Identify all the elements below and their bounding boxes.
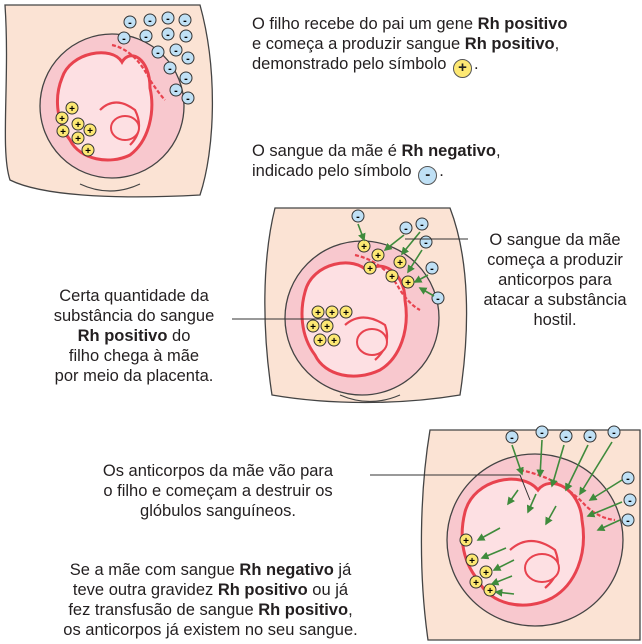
svg-text:-: - [166,29,170,41]
svg-text:+: + [317,336,323,347]
svg-text:+: + [59,114,65,125]
svg-text:-: - [148,15,152,27]
svg-text:-: - [588,431,592,443]
panel2-antibody-arrows [357,223,435,297]
svg-text:-: - [420,219,424,231]
svg-text:-: - [174,45,178,57]
svg-text:-: - [612,427,616,439]
prior-pregnancy-text: Se a mãe com sangue Rh negativo já teve … [63,561,358,639]
svg-text:+: + [487,586,493,597]
plus-symbol-icon: + [453,59,473,78]
svg-text:-: - [184,73,188,85]
antibody-attack-text: Os anticorpos da mãe vão para o filho e … [102,462,334,520]
svg-text:-: - [626,473,630,485]
svg-text:-: - [156,47,160,59]
svg-text:+: + [60,127,66,138]
svg-text:+: + [367,264,373,275]
svg-text:-: - [404,223,408,235]
svg-text:-: - [436,293,440,305]
panel3-minus-cluster: - - - - - - - - [505,425,637,527]
svg-text:+: + [69,104,75,115]
panel3-antibody-arrows [476,439,623,597]
svg-text:-: - [510,432,514,444]
svg-text:+: + [331,336,337,347]
svg-text:+: + [310,322,316,333]
svg-text:+: + [389,272,395,283]
minus-symbol-icon: - [418,166,438,185]
svg-text:-: - [122,33,126,45]
panel2-plus-cluster: + + + + + + + + + + + + + [306,239,415,347]
svg-text:-: - [430,263,434,275]
svg-text:-: - [424,237,428,249]
panel2-fetus [300,253,421,378]
placenta-text: Certa quantidade da substância do sangue… [53,287,215,385]
svg-text:-: - [628,495,632,507]
panel1-plus-cluster: + + + + + + + [55,101,97,157]
svg-text:-: - [174,85,178,97]
svg-text:-: - [564,431,568,443]
svg-text:+: + [375,251,381,262]
panel2-minus-cluster: - - - - - - [351,209,445,305]
antibody-production-text: O sangue da mãe começa a produzir antico… [483,231,627,329]
svg-text:+: + [75,120,81,131]
svg-text:+: + [473,578,479,589]
svg-text:-: - [186,53,190,65]
svg-text:+: + [85,146,91,157]
svg-text:-: - [168,63,172,75]
svg-text:-: - [144,31,148,43]
svg-text:+: + [329,308,335,319]
svg-text:-: - [626,515,630,527]
svg-text:+: + [315,308,321,319]
father-gene-text: O filho recebe do pai um gene Rh positiv… [252,15,568,78]
svg-text:+: + [469,556,475,567]
panel3-plus-cluster: + + + + + [459,533,497,597]
mother-blood-text: O sangue da mãe é Rh negativo, indicado … [252,142,501,185]
svg-text:+: + [343,308,349,319]
svg-text:+: + [483,568,489,579]
leader-lines [232,238,531,501]
svg-text:-: - [184,31,188,43]
svg-text:-: - [186,93,190,105]
svg-text:+: + [463,536,469,547]
svg-text:+: + [397,258,403,269]
svg-text:+: + [361,242,367,253]
svg-text:-: - [166,13,170,25]
svg-text:-: - [356,211,360,223]
svg-text:+: + [75,134,81,145]
svg-text:+: + [405,278,411,289]
svg-text:-: - [540,427,544,439]
panel1-minus-cluster: - - - - - - - - - - - - - - - [117,11,195,105]
svg-text:-: - [183,15,187,27]
svg-text:+: + [324,322,330,333]
svg-text:+: + [87,126,93,137]
svg-text:-: - [128,17,132,29]
